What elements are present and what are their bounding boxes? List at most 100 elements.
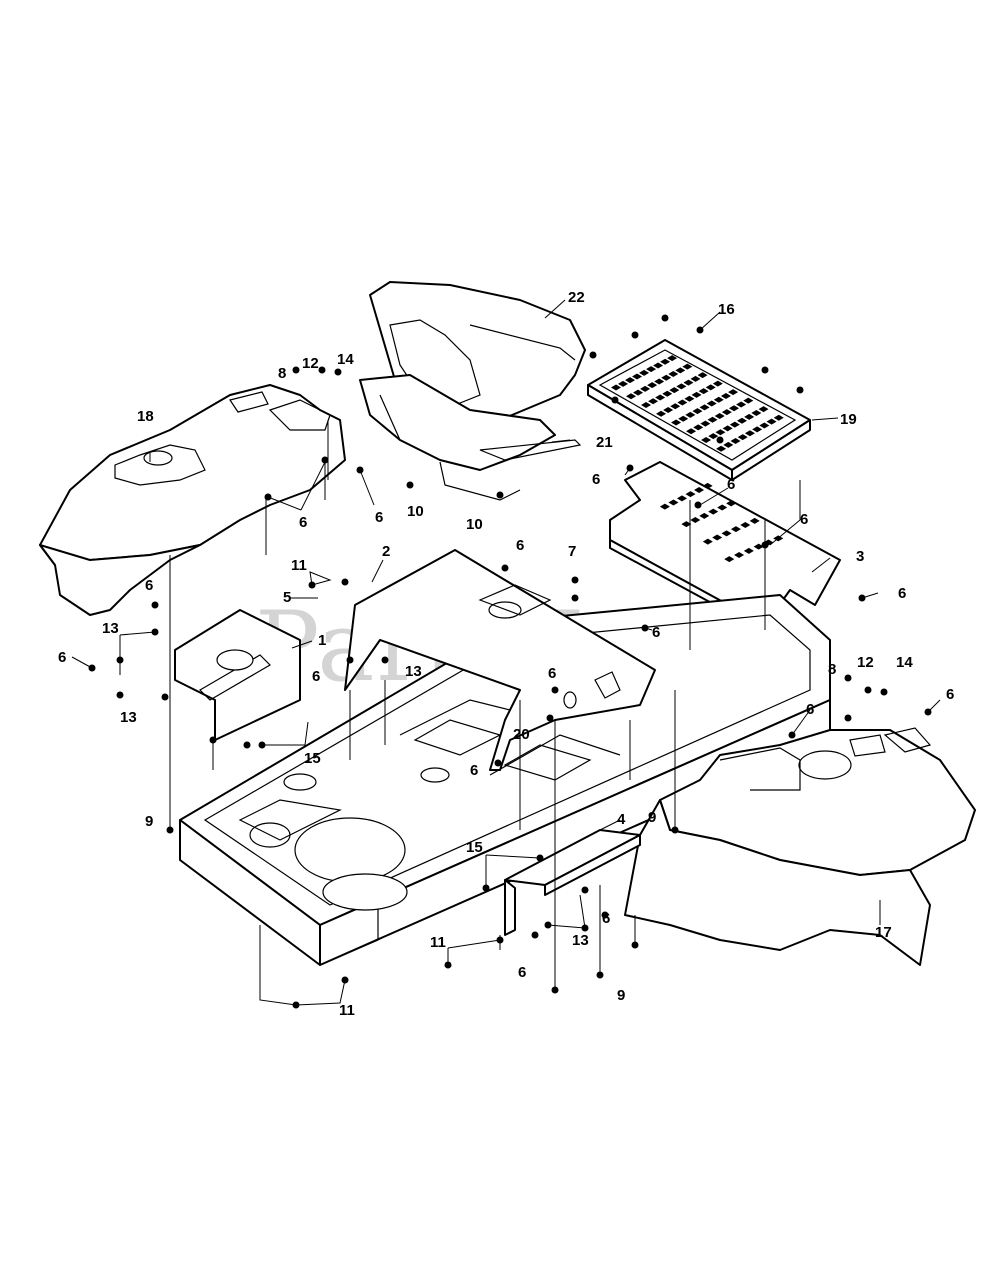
tread-diamond	[639, 369, 650, 376]
tread-diamond	[659, 503, 670, 510]
fastener-bolt	[531, 931, 539, 939]
tread-diamond	[728, 405, 739, 412]
tread-diamond	[736, 417, 747, 424]
tread-diamond	[752, 426, 763, 433]
tread-diamond	[737, 434, 748, 441]
tread-diamond	[730, 526, 741, 533]
tread-diamond	[663, 406, 674, 413]
fastener-bolt	[151, 628, 159, 636]
fender-cupholder-hole-right	[798, 750, 852, 780]
fastener-bolt	[581, 924, 589, 932]
callout-15: 15	[466, 839, 483, 856]
fastener-bolt	[631, 941, 639, 949]
tread-diamond	[730, 437, 741, 444]
fastener-bolt	[318, 366, 326, 374]
callout-7: 7	[568, 543, 576, 560]
tread-diamond	[713, 396, 724, 403]
tread-diamond	[686, 428, 697, 435]
tread-diamond	[625, 377, 636, 384]
tread-diamond	[691, 391, 702, 398]
fastener-bolt	[611, 396, 619, 404]
tread-diamond	[699, 404, 710, 411]
tread-diamond	[611, 384, 622, 391]
fastener-bolt	[844, 674, 852, 682]
fastener-bolt	[571, 576, 579, 584]
fastener-bolt	[341, 578, 349, 586]
fastener-bolt	[601, 911, 609, 919]
fastener-bolt	[631, 331, 639, 339]
fastener-bolt	[264, 493, 272, 501]
callout-17: 17	[875, 924, 892, 941]
fastener-bolt	[501, 564, 509, 572]
fastener-bolt	[496, 491, 504, 499]
fastener-bolt	[796, 386, 804, 394]
fastener-bolt	[844, 714, 852, 722]
left-bracket-part	[174, 609, 301, 741]
fastener-bolt	[166, 826, 174, 834]
tread-diamond	[723, 441, 734, 448]
fastener-bolt	[308, 581, 316, 589]
fastener-bolt	[864, 686, 872, 694]
panel-tread-pattern	[659, 482, 784, 563]
tread-diamond	[655, 394, 666, 401]
tread-diamond	[641, 402, 652, 409]
tread-diamond	[734, 552, 745, 558]
fastener-bolt	[551, 686, 559, 694]
right-bracket-part	[504, 829, 641, 936]
fastener-bolt	[641, 624, 649, 632]
tread-diamond	[670, 403, 681, 410]
callout-6: 6	[312, 668, 320, 685]
center-bracket-part	[344, 549, 656, 771]
tread-diamond	[667, 355, 678, 362]
tread-diamond	[702, 538, 713, 545]
tread-diamond	[706, 400, 717, 407]
tread-diamond	[759, 422, 770, 429]
fastener-bolt	[334, 368, 342, 376]
fastener-bolt	[761, 541, 769, 549]
tread-diamond	[712, 534, 723, 541]
tread-diamond	[698, 388, 709, 395]
callout-9: 9	[145, 813, 153, 830]
callout-14: 14	[337, 351, 354, 368]
callout-16: 16	[718, 301, 735, 318]
callout-9: 9	[648, 809, 656, 826]
callout-8: 8	[278, 365, 286, 382]
callout-13: 13	[102, 620, 119, 637]
tread-diamond	[751, 410, 762, 417]
callout-6: 6	[898, 585, 906, 602]
tread-diamond	[685, 491, 696, 498]
tread-diamond	[708, 508, 719, 515]
fastener-bolt	[116, 656, 124, 664]
callout-9: 9	[617, 987, 625, 1004]
callout-6: 6	[518, 964, 526, 981]
tread-diamond	[632, 373, 643, 380]
callout-5: 5	[283, 589, 291, 606]
tread-diamond	[654, 378, 665, 385]
fastener-bolt	[292, 1001, 300, 1009]
tread-diamond	[626, 393, 637, 400]
tread-diamond	[669, 387, 680, 394]
tread-pattern	[611, 355, 784, 452]
fastener-bolt	[321, 456, 329, 464]
fastener-bolt	[356, 466, 364, 474]
fastener-bolt	[482, 884, 490, 892]
tread-diamond	[744, 430, 755, 437]
callout-3: 3	[856, 548, 864, 565]
fastener-bolt	[381, 656, 389, 664]
tread-diamond	[681, 521, 692, 528]
tread-diamond	[708, 433, 719, 440]
fastener-bolt	[571, 594, 579, 602]
callout-10: 10	[407, 503, 424, 520]
tread-diamond	[728, 389, 739, 396]
tread-diamond	[660, 358, 671, 365]
tread-diamond	[668, 371, 679, 378]
tread-diamond	[694, 487, 705, 493]
fastener-bolt	[116, 691, 124, 699]
tread-diamond	[676, 495, 687, 502]
fastener-bolt	[536, 854, 544, 862]
fastener-bolt	[341, 976, 349, 984]
fastener-bolt	[858, 594, 866, 602]
callout-18: 18	[137, 408, 154, 425]
tread-diamond	[648, 398, 659, 405]
tread-diamond	[720, 392, 731, 399]
